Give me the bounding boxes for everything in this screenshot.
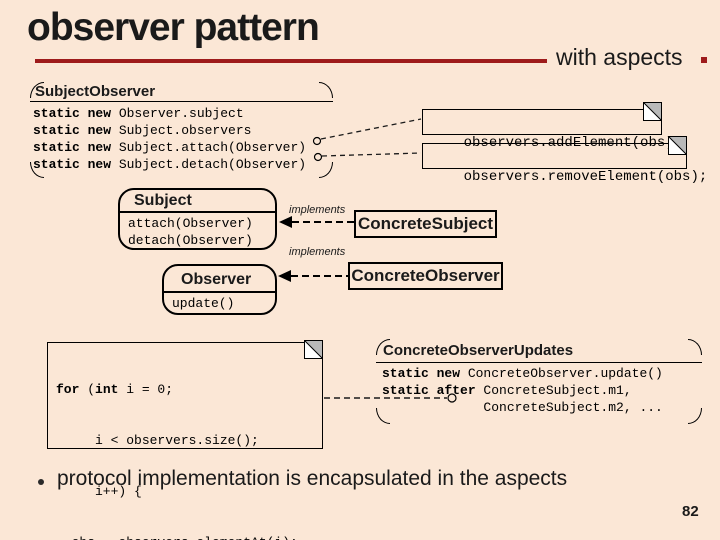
class-name: Subject — [120, 190, 275, 213]
aspect-title: ConcreteObserverUpdates — [376, 339, 702, 363]
aspect-declaration: static new ConcreteObserver.update() — [382, 365, 702, 382]
folded-corner-icon — [643, 102, 662, 121]
page-number: 82 — [682, 503, 699, 520]
loop-code-line: obs = observers.elementAt(i); — [56, 534, 322, 540]
advice-connector-line — [320, 118, 422, 140]
update-loop-note: for (int i = 0; i < observers.size(); i+… — [47, 340, 323, 540]
aspect-declaration: static new Observer.subject — [33, 105, 333, 122]
corner-arc-icon — [319, 162, 333, 178]
footer-text: protocol implementation is encapsulated … — [57, 467, 568, 490]
keyword: static new — [33, 123, 112, 138]
corner-arc-icon — [30, 162, 44, 178]
declaration-body: Observer.subject — [111, 106, 244, 121]
class-method: detach(Observer) — [128, 233, 253, 248]
loop-code-line: i++) { — [56, 484, 142, 499]
keyword: static new — [33, 140, 112, 155]
arrowhead-icon — [278, 270, 291, 282]
class-method: attach(Observer) — [128, 216, 253, 231]
observer-class-box: Observer update() — [162, 264, 277, 315]
arrowhead-icon — [279, 216, 292, 228]
keyword: static new — [33, 106, 112, 121]
corner-arc-icon — [376, 408, 390, 424]
advice-connector-line — [321, 152, 422, 157]
declaration-body: Subject.attach(Observer) — [111, 140, 307, 155]
declaration-body: ConcreteObserver.update() — [460, 366, 663, 381]
keyword: int — [95, 382, 119, 397]
aspect-declaration: static new Subject.detach(Observer) — [33, 156, 333, 173]
declaration-body: Subject.observers — [111, 123, 252, 138]
bullet-icon — [38, 479, 44, 485]
add-element-note: observers.addElement(obs); — [422, 102, 682, 151]
folded-corner-icon — [668, 136, 687, 155]
subject-class-box: Subject attach(Observer) detach(Observer… — [118, 188, 277, 250]
subjectobserver-aspect-box: SubjectObserver static new Observer.subj… — [30, 82, 333, 178]
loop-code-line: for (int i = 0; — [56, 381, 322, 398]
footer-bullet-item: protocol implementation is encapsulated … — [38, 467, 567, 491]
loop-code-line: i < observers.size(); — [56, 433, 259, 448]
implements-label: implements — [289, 204, 346, 216]
declaration-body: Subject.detach(Observer) — [111, 157, 307, 172]
page-title: observer pattern — [27, 6, 320, 49]
aspect-declaration: ConcreteSubject.m2, ... — [382, 400, 663, 415]
red-square-bullet-icon — [701, 57, 707, 63]
declaration-body: ConcreteSubject.m1, — [475, 383, 632, 398]
concreteobserverupdates-aspect-box: ConcreteObserverUpdates static new Concr… — [376, 339, 702, 424]
keyword: static new — [33, 157, 112, 172]
note-text: observers.removeElement(obs); — [463, 169, 708, 185]
with-aspects-label: with aspects — [556, 44, 683, 70]
code-text: ( — [79, 382, 96, 397]
aspect-title: SubjectObserver — [30, 82, 333, 102]
aspect-declaration: static new Subject.attach(Observer) — [33, 139, 333, 156]
remove-element-note: observers.removeElement(obs); — [422, 136, 707, 185]
title-underline-rule — [35, 59, 547, 63]
code-text: i = 0; — [118, 382, 174, 397]
concrete-subject-box: ConcreteSubject — [354, 210, 497, 238]
aspect-declaration: static after ConcreteSubject.m1, — [382, 382, 702, 399]
class-name: Observer — [164, 266, 275, 293]
implements-label: implements — [289, 246, 346, 258]
folded-corner-icon — [304, 340, 323, 359]
corner-arc-icon — [688, 408, 702, 424]
aspect-declaration: static new Subject.observers — [33, 122, 333, 139]
keyword: static new — [382, 366, 461, 381]
keyword: static after — [382, 383, 476, 398]
class-method: update() — [172, 296, 235, 311]
keyword: for — [56, 382, 80, 397]
concrete-observer-box: ConcreteObserver — [348, 262, 503, 290]
